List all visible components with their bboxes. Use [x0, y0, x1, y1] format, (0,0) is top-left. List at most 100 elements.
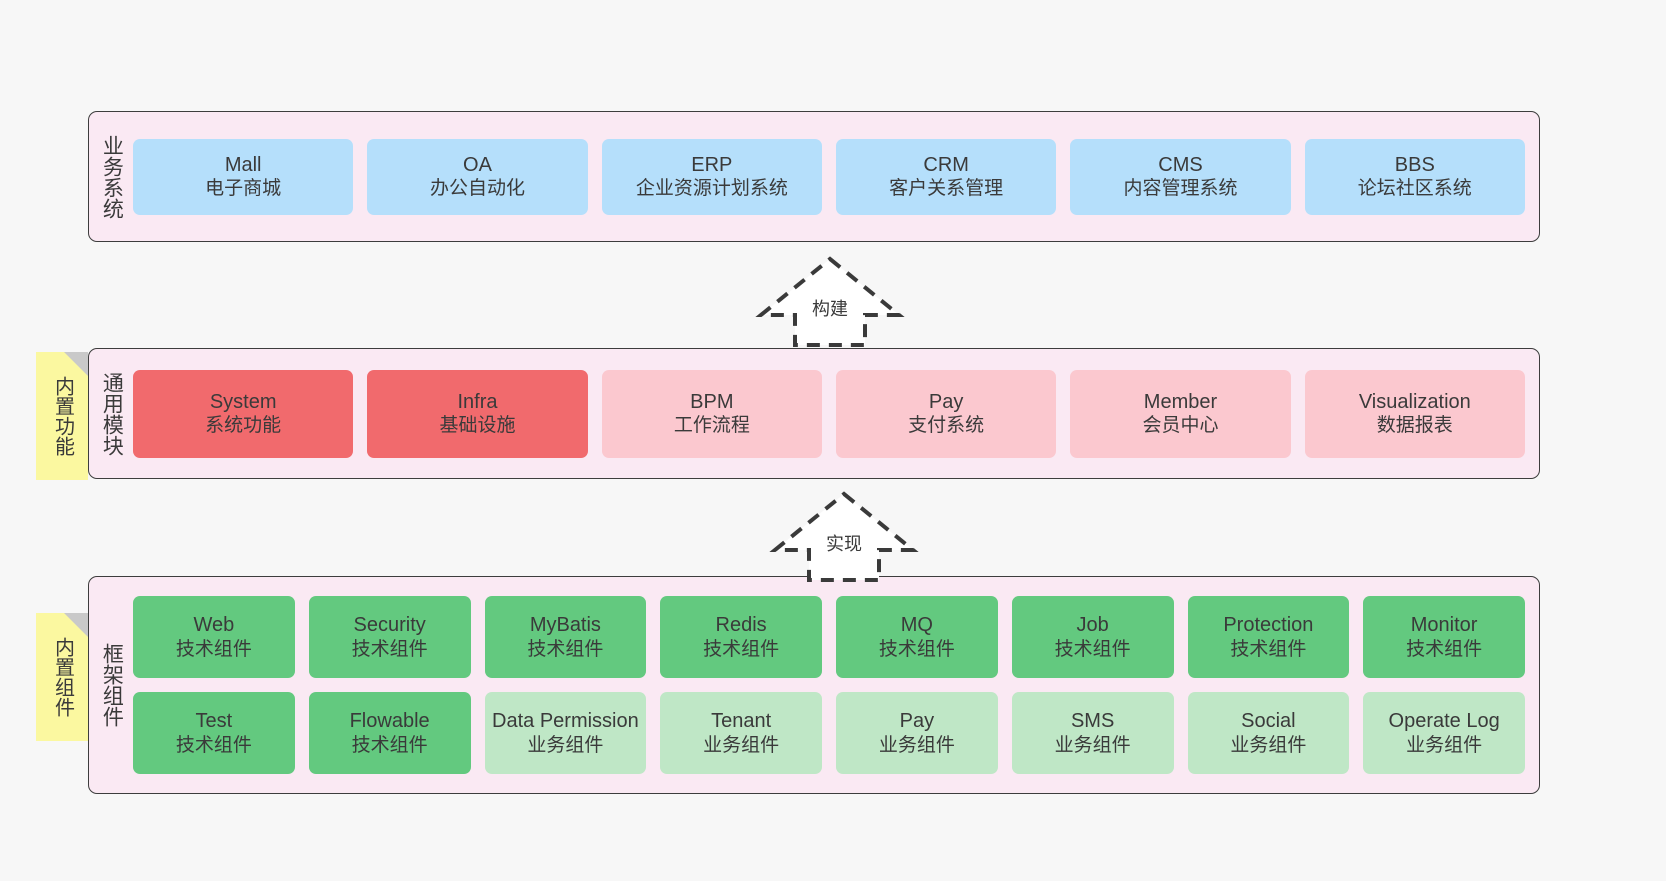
card-title: Test [195, 710, 233, 733]
card-subtitle: 技术组件 [1230, 638, 1307, 660]
card-subtitle: 业务组件 [1406, 734, 1483, 756]
card-title: Security [353, 614, 426, 637]
card-bpm[interactable]: BPM 工作流程 [601, 369, 822, 458]
card-title: Job [1076, 614, 1109, 637]
card-title: System [209, 390, 277, 413]
card-subtitle: 内容管理系统 [1123, 178, 1238, 200]
card-subtitle: 工作流程 [673, 415, 750, 437]
layer-title-common-modules: 通用模块 [100, 371, 124, 456]
card-title: SMS [1070, 710, 1115, 733]
card-bbs[interactable]: BBS 论坛社区系统 [1304, 138, 1525, 215]
card-title: Monitor [1410, 614, 1478, 637]
arrow-shape [755, 256, 905, 347]
card-title: OA [463, 153, 492, 176]
card-title: Operate Log [1388, 710, 1500, 733]
arrow-build-label: 构建 [812, 299, 848, 319]
note-builtin-functions: 内置功能 [36, 352, 88, 480]
card-system[interactable]: System 系统功能 [133, 369, 354, 458]
card-subtitle: 技术组件 [175, 638, 252, 660]
card-member[interactable]: Member 会员中心 [1070, 369, 1291, 458]
card-title: MQ [900, 614, 933, 637]
card-subtitle: 技术组件 [175, 734, 252, 756]
card-title: Redis [715, 614, 767, 637]
note-fold-corner-icon [64, 613, 88, 637]
card-security[interactable]: Security 技术组件 [308, 596, 471, 678]
layer-body-business-systems: Mall 电子商城 OA 办公自动化 ERP 企业资源计划系统 CRM 客户关系… [133, 112, 1539, 241]
arrow-implement-label: 实现 [826, 534, 862, 554]
card-title: Protection [1223, 614, 1314, 637]
card-visualization[interactable]: Visualization 数据报表 [1304, 369, 1525, 458]
card-erp[interactable]: ERP 企业资源计划系统 [601, 138, 822, 215]
card-title: Tenant [711, 710, 772, 733]
card-subtitle: 业务组件 [703, 734, 780, 756]
card-subtitle: 企业资源计划系统 [635, 178, 788, 200]
business-systems-row: Mall 电子商城 OA 办公自动化 ERP 企业资源计划系统 CRM 客户关系… [133, 138, 1525, 215]
card-protection[interactable]: Protection 技术组件 [1187, 596, 1350, 678]
note-label: 内置组件 [51, 637, 74, 717]
card-monitor[interactable]: Monitor 技术组件 [1363, 596, 1525, 678]
framework-business-row: Test 技术组件 Flowable 技术组件 Data Permission … [133, 692, 1525, 774]
card-data-permission[interactable]: Data Permission 业务组件 [484, 692, 647, 774]
card-title: Data Permission [492, 710, 639, 733]
card-subtitle: 技术组件 [351, 734, 428, 756]
layer-title-business-systems: 业务系统 [100, 134, 124, 219]
card-operate-log[interactable]: Operate Log 业务组件 [1363, 692, 1525, 774]
note-builtin-components: 内置组件 [36, 613, 88, 741]
layer-framework-components: 框架组件 Web 技术组件 Security 技术组件 MyBatis 技术组件… [88, 576, 1540, 794]
card-subtitle: 业务组件 [527, 734, 604, 756]
card-mybatis[interactable]: MyBatis 技术组件 [484, 596, 647, 678]
arrow-shape [769, 491, 919, 582]
card-oa[interactable]: OA 办公自动化 [367, 138, 588, 215]
card-subtitle: 客户关系管理 [889, 178, 1004, 200]
card-subtitle: 技术组件 [1406, 638, 1483, 660]
common-modules-row: System 系统功能 Infra 基础设施 BPM 工作流程 Pay 支付系统… [133, 369, 1525, 458]
card-pay-module[interactable]: Pay 支付系统 [835, 369, 1057, 458]
card-sms[interactable]: SMS 业务组件 [1011, 692, 1174, 774]
card-title: Infra [457, 390, 498, 413]
arrow-build: 构建 [755, 253, 905, 349]
card-title: Member [1143, 390, 1218, 413]
card-subtitle: 系统功能 [205, 415, 282, 437]
framework-tech-row: Web 技术组件 Security 技术组件 MyBatis 技术组件 Redi… [133, 596, 1525, 678]
layer-common-modules: 通用模块 System 系统功能 Infra 基础设施 BPM 工作流程 Pay [88, 348, 1540, 479]
card-title: BPM [690, 390, 734, 413]
card-subtitle: 电子商城 [205, 178, 282, 200]
card-subtitle: 技术组件 [1054, 638, 1131, 660]
layer-body-common-modules: System 系统功能 Infra 基础设施 BPM 工作流程 Pay 支付系统… [133, 349, 1539, 478]
card-mq[interactable]: MQ 技术组件 [836, 596, 998, 678]
card-subtitle: 技术组件 [703, 638, 780, 660]
card-tenant[interactable]: Tenant 业务组件 [660, 692, 822, 774]
card-subtitle: 技术组件 [527, 638, 604, 660]
card-pay-component[interactable]: Pay 业务组件 [836, 692, 998, 774]
card-crm[interactable]: CRM 客户关系管理 [835, 138, 1057, 215]
card-title: Mall [224, 153, 262, 176]
card-redis[interactable]: Redis 技术组件 [660, 596, 822, 678]
card-flowable[interactable]: Flowable 技术组件 [308, 692, 471, 774]
card-subtitle: 数据报表 [1376, 415, 1453, 437]
card-subtitle: 业务组件 [1230, 734, 1307, 756]
card-title: Pay [899, 710, 935, 733]
card-subtitle: 技术组件 [351, 638, 428, 660]
card-title: CMS [1158, 153, 1203, 176]
card-test[interactable]: Test 技术组件 [133, 692, 295, 774]
card-title: ERP [691, 153, 733, 176]
card-subtitle: 论坛社区系统 [1357, 178, 1472, 200]
card-subtitle: 业务组件 [878, 734, 955, 756]
card-job[interactable]: Job 技术组件 [1011, 596, 1174, 678]
card-web[interactable]: Web 技术组件 [133, 596, 295, 678]
card-title: Pay [928, 390, 964, 413]
card-title: MyBatis [529, 614, 601, 637]
layer-title-framework-components: 框架组件 [100, 643, 124, 727]
card-subtitle: 办公自动化 [429, 178, 525, 200]
arrow-implement: 实现 [769, 488, 919, 584]
card-title: Social [1241, 710, 1296, 733]
card-infra[interactable]: Infra 基础设施 [367, 369, 588, 458]
card-title: Visualization [1358, 390, 1471, 413]
layer-business-systems: 业务系统 Mall 电子商城 OA 办公自动化 ERP 企业资源计划系统 CRM [88, 111, 1540, 242]
card-title: CRM [923, 153, 969, 176]
card-title: Web [193, 614, 235, 637]
card-social[interactable]: Social 业务组件 [1187, 692, 1350, 774]
card-mall[interactable]: Mall 电子商城 [133, 138, 354, 215]
card-cms[interactable]: CMS 内容管理系统 [1070, 138, 1291, 215]
